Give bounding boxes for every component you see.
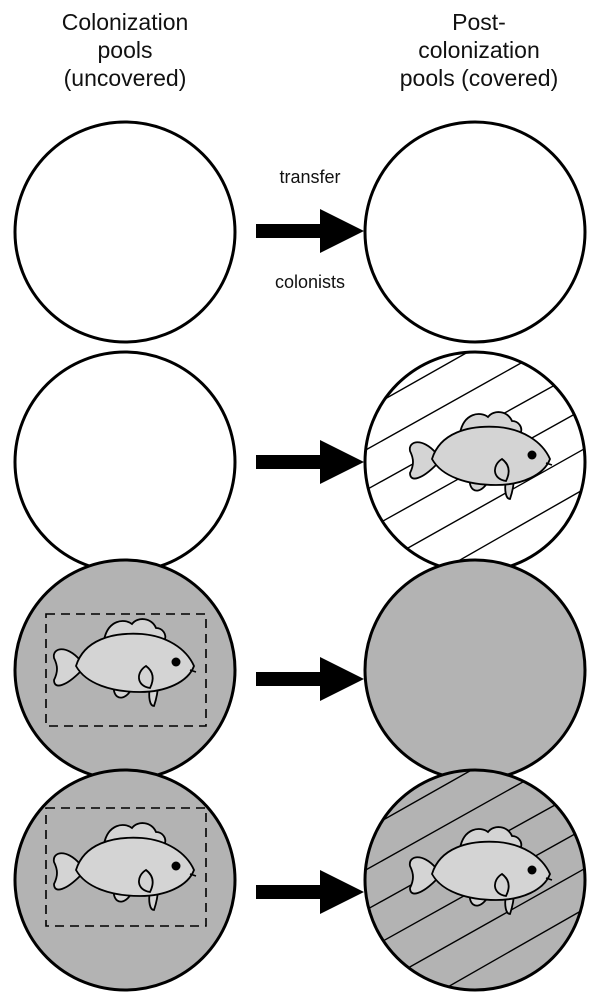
colonization-pool-4 [15,770,235,990]
post-colonization-pool-2 [330,300,600,600]
colonization-pool-2 [15,352,235,572]
transfer-arrow-3 [256,657,364,701]
post-colonization-pool-3 [365,560,585,780]
colonization-pool-1 [15,122,235,342]
colonization-pool-3 [15,560,235,780]
post-colonization-pool-1 [365,122,585,342]
transfer-arrow-4 [256,870,364,914]
transfer-arrow-1 [256,209,364,253]
arrow-label-transfer: transfer [279,167,340,187]
arrow-label-colonists: colonists [275,272,345,292]
transfer-arrow-2 [256,440,364,484]
